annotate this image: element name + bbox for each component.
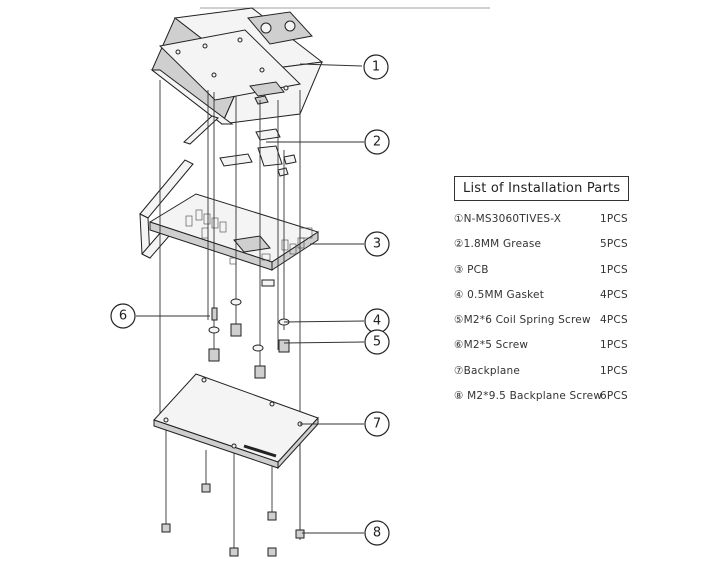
callout-8-label: 8	[373, 526, 381, 541]
parts-list-item: ⑧ M2*9.5 Backplane Screw 6PCS	[452, 390, 642, 415]
callout-7: 7	[364, 411, 390, 437]
callout-5-label: 5	[373, 335, 381, 350]
parts-list-item: ⑦Backplane 1PCS	[452, 365, 642, 390]
part-qty: 1PCS	[600, 263, 628, 276]
parts-list-item: ④ 0.5MM Gasket 4PCS	[452, 289, 642, 314]
callout-8: 8	[364, 520, 390, 546]
backplane-part	[153, 373, 319, 470]
callout-3: 3	[364, 231, 390, 257]
small-screw-part	[211, 307, 218, 321]
callout-6-label: 6	[119, 309, 127, 324]
callout-4-label: 4	[373, 314, 381, 329]
leader-lines	[136, 63, 365, 534]
parts-list-title: List of Installation Parts	[454, 176, 630, 201]
part-name: ②1.8MM Grease	[454, 238, 542, 251]
pcb-part	[139, 159, 320, 287]
part-name: ①N-MS3060TIVES-X	[454, 213, 562, 225]
installation-parts-list: List of Installation Parts ①N-MS3060TIVE…	[452, 176, 642, 415]
part-name: ④ 0.5MM Gasket	[454, 288, 545, 301]
assembly-guide-lines	[159, 80, 301, 552]
callout-7-label: 7	[373, 417, 381, 432]
parts-list-item: ②1.8MM Grease 5PCS	[452, 238, 642, 263]
part-name: ⑦Backplane	[454, 364, 521, 377]
parts-list-item: ③ PCB 1PCS	[452, 264, 642, 289]
part-name: ⑧ M2*9.5 Backplane Screw	[454, 390, 603, 403]
parts-list-rows: ①N-MS3060TIVES-X 1PCS ②1.8MM Grease 5PCS…	[452, 213, 642, 415]
part-name: ⑤M2*6 Coil Spring Screw	[454, 314, 591, 327]
backplane-screws-part	[161, 483, 305, 557]
part-qty: 1PCS	[600, 213, 628, 225]
part-qty: 4PCS	[600, 314, 628, 327]
part-qty: 1PCS	[600, 339, 628, 352]
parts-list-item: ⑤M2*6 Coil Spring Screw 4PCS	[452, 314, 642, 339]
spring-screws-part	[208, 323, 290, 379]
callout-2-label: 2	[373, 135, 381, 150]
callout-6: 6	[110, 303, 136, 329]
part-qty: 1PCS	[600, 364, 628, 377]
gaskets-part	[208, 298, 290, 352]
parts-list-item: ①N-MS3060TIVES-X 1PCS	[452, 213, 642, 238]
part-name: ⑥M2*5 Screw	[454, 339, 529, 352]
part-qty: 5PCS	[600, 238, 628, 251]
callout-5: 5	[364, 329, 390, 355]
callout-1: 1	[363, 54, 389, 80]
part-name: ③ PCB	[454, 263, 489, 276]
callout-3-label: 3	[373, 237, 381, 252]
part-qty: 6PCS	[600, 390, 628, 403]
callout-4: 4	[364, 308, 390, 334]
part-qty: 4PCS	[600, 288, 628, 301]
callout-2: 2	[364, 129, 390, 155]
water-block-part	[150, 7, 324, 125]
thermal-pads-part	[183, 115, 297, 177]
callout-1-label: 1	[372, 60, 380, 75]
parts-list-item: ⑥M2*5 Screw 1PCS	[452, 339, 642, 364]
